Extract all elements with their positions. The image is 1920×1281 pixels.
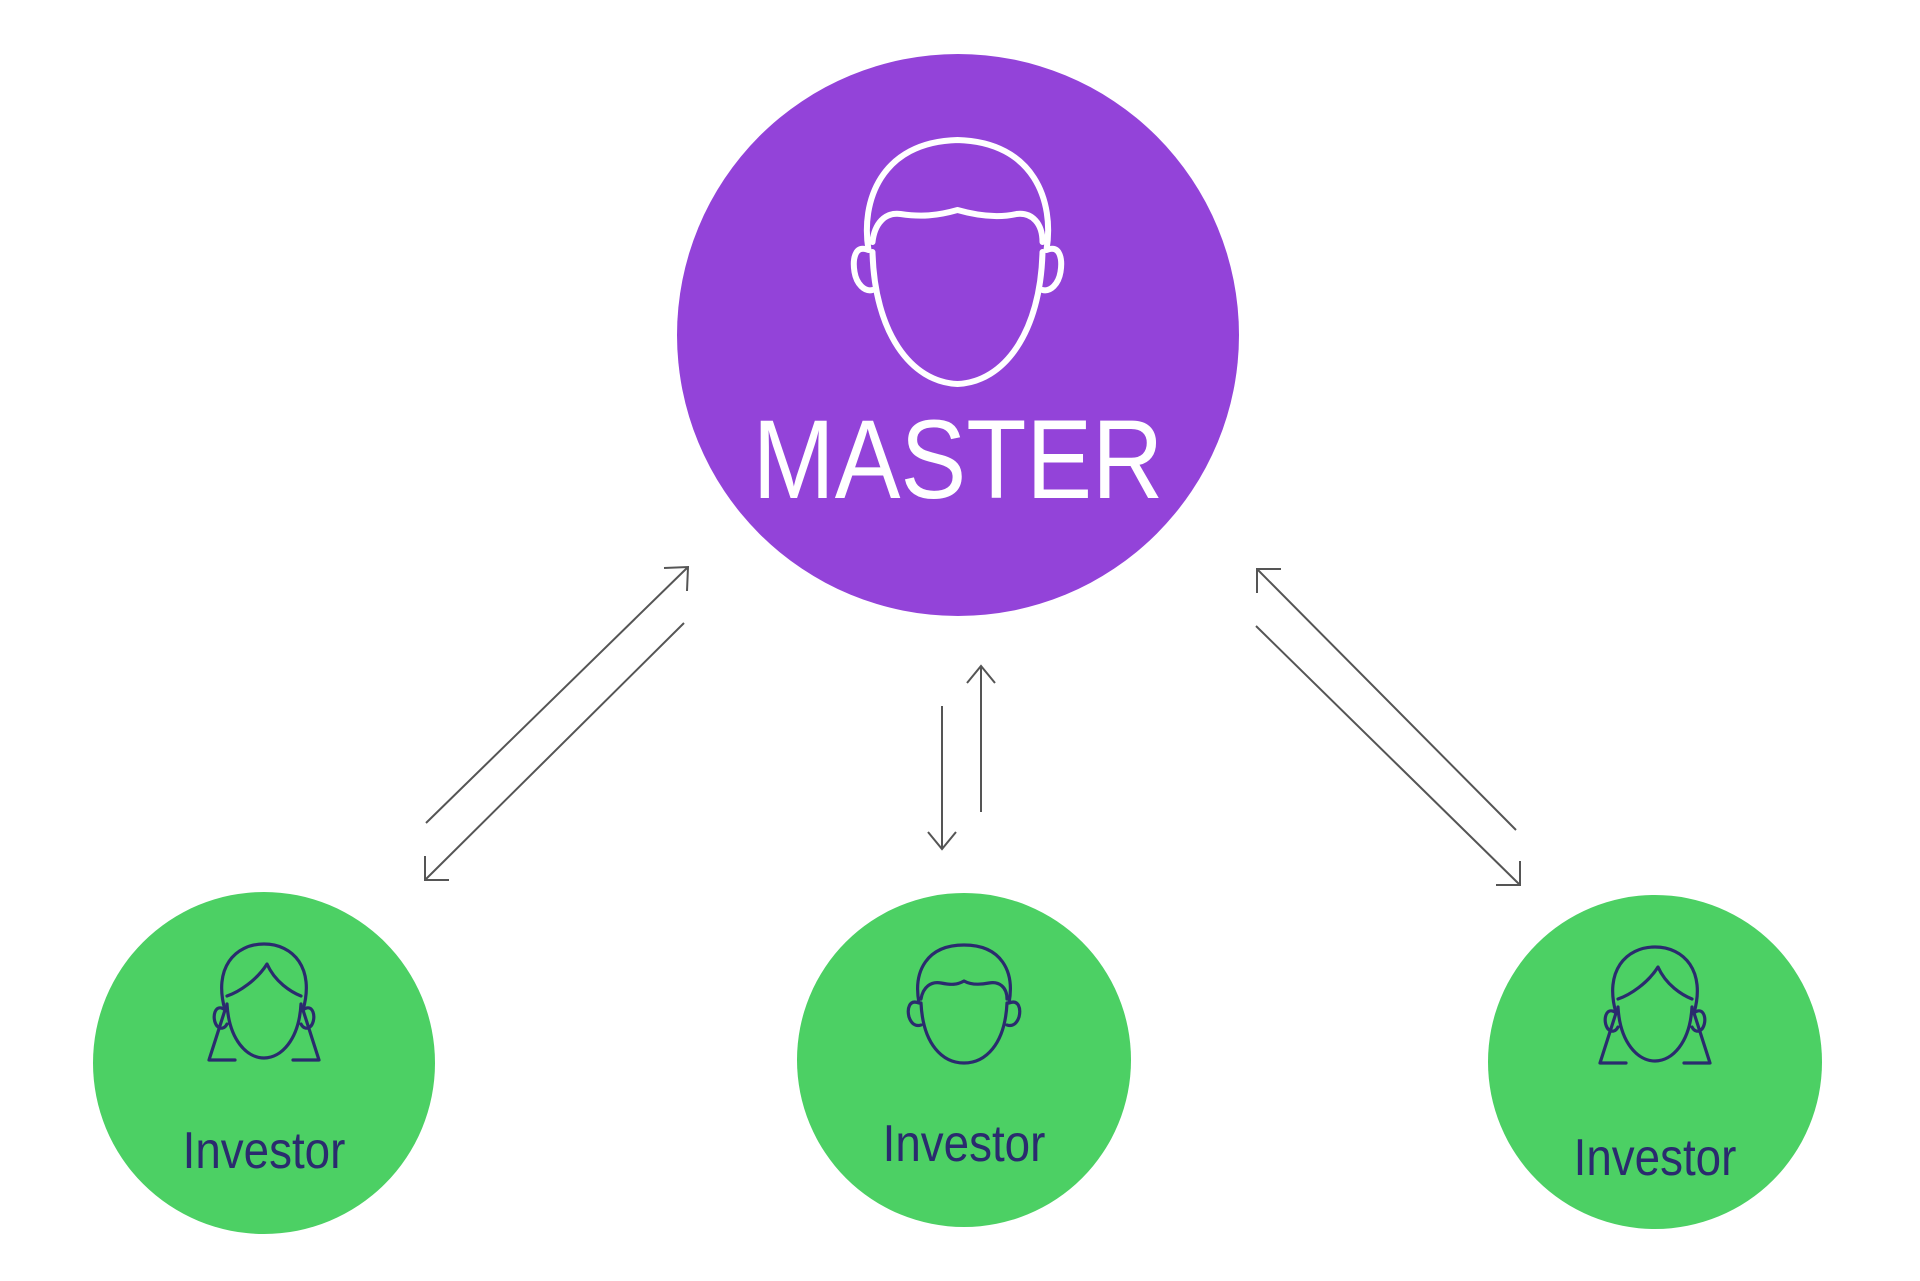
- investor-node: Investor: [797, 893, 1131, 1227]
- investor-label: Investor: [1573, 1129, 1737, 1187]
- arrow-down-to-investor-left: [424, 622, 685, 881]
- arrow-up-to-master: [966, 664, 996, 812]
- connection-master-investor-right: [1255, 568, 1521, 886]
- woman-head-icon: [1598, 945, 1712, 1065]
- investor-label: Investor: [182, 1122, 346, 1180]
- investor-label: Investor: [882, 1115, 1046, 1173]
- master-label: MASTER: [752, 397, 1164, 522]
- arrow-up-to-master: [425, 565, 690, 824]
- investor-node: Investor: [93, 892, 435, 1234]
- connection-master-investor-center: [927, 664, 996, 851]
- arrow-down-to-investor-center: [927, 706, 957, 851]
- arrow-down-to-investor-right: [1255, 625, 1521, 886]
- man-head-icon: [906, 943, 1022, 1065]
- connection-master-investor-left: [424, 565, 690, 881]
- investor-node: Investor: [1488, 895, 1822, 1229]
- woman-head-icon: [207, 942, 321, 1062]
- master-node: MASTER: [677, 54, 1239, 616]
- man-head-icon: [850, 137, 1065, 387]
- arrow-up-to-master: [1256, 568, 1517, 831]
